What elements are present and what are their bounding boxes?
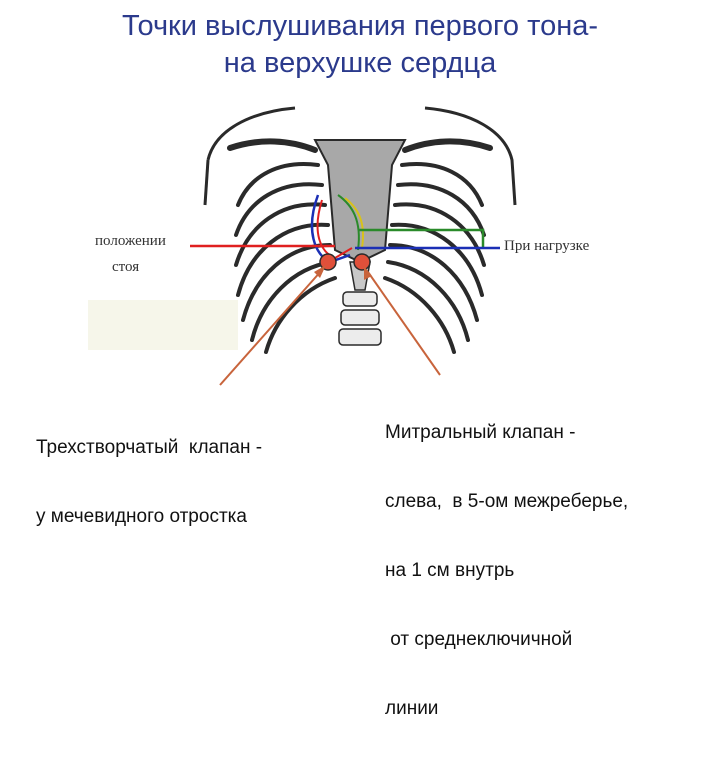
- mitral-caption-line: от среднеключичной: [385, 629, 573, 650]
- heart-border-green: [337, 194, 360, 251]
- mitral-arrowhead: [364, 266, 372, 280]
- mitral-arrow: [367, 271, 441, 376]
- tricuspid-arrow: [219, 269, 323, 386]
- chest-diagram: [88, 106, 517, 386]
- tricuspid-caption-line: у мечевидного отростка: [36, 506, 247, 527]
- right-ribs: [383, 162, 486, 354]
- mitral-point: [353, 253, 371, 271]
- green-line: [358, 228, 485, 248]
- label-under-load: При нагрузке: [504, 238, 590, 254]
- mitral-caption-line: Митральный клапан -: [385, 422, 576, 443]
- background-patch: [88, 300, 238, 350]
- mitral-caption-line: линии: [385, 698, 439, 719]
- slide: Точки выслушивания первого тона- на верх…: [36, 8, 660, 719]
- left-ribs: [234, 162, 337, 354]
- mitral-caption-line: слева, в 5-ом межреберье,: [385, 491, 629, 512]
- mitral-caption: Митральный клапан - слева, в 5-ом межреб…: [385, 375, 628, 766]
- tricuspid-caption: Трехстворчатый клапан - у мечевидного от…: [36, 390, 262, 574]
- tricuspid-arrowhead: [314, 265, 326, 278]
- right-clavicle: [402, 138, 493, 153]
- sternum: [313, 139, 407, 264]
- spine: [338, 291, 382, 346]
- left-clavicle: [227, 138, 318, 153]
- tricuspid-point: [319, 253, 337, 271]
- tricuspid-caption-line: Трехстворчатый клапан -: [36, 437, 263, 458]
- torso-outline: [206, 106, 517, 206]
- slide-title: Точки выслушивания первого тона- на верх…: [60, 8, 660, 82]
- title-line-2: на верхушке сердца: [223, 47, 497, 79]
- title-line-1: Точки выслушивания первого тона-: [122, 10, 598, 42]
- mitral-caption-line: на 1 см внутрь: [385, 560, 515, 581]
- heart-border-yellow: [344, 197, 364, 249]
- label-standing-line1: положении: [95, 233, 166, 249]
- label-standing-line2: стоя: [112, 259, 140, 275]
- torso-left-side: [203, 159, 210, 206]
